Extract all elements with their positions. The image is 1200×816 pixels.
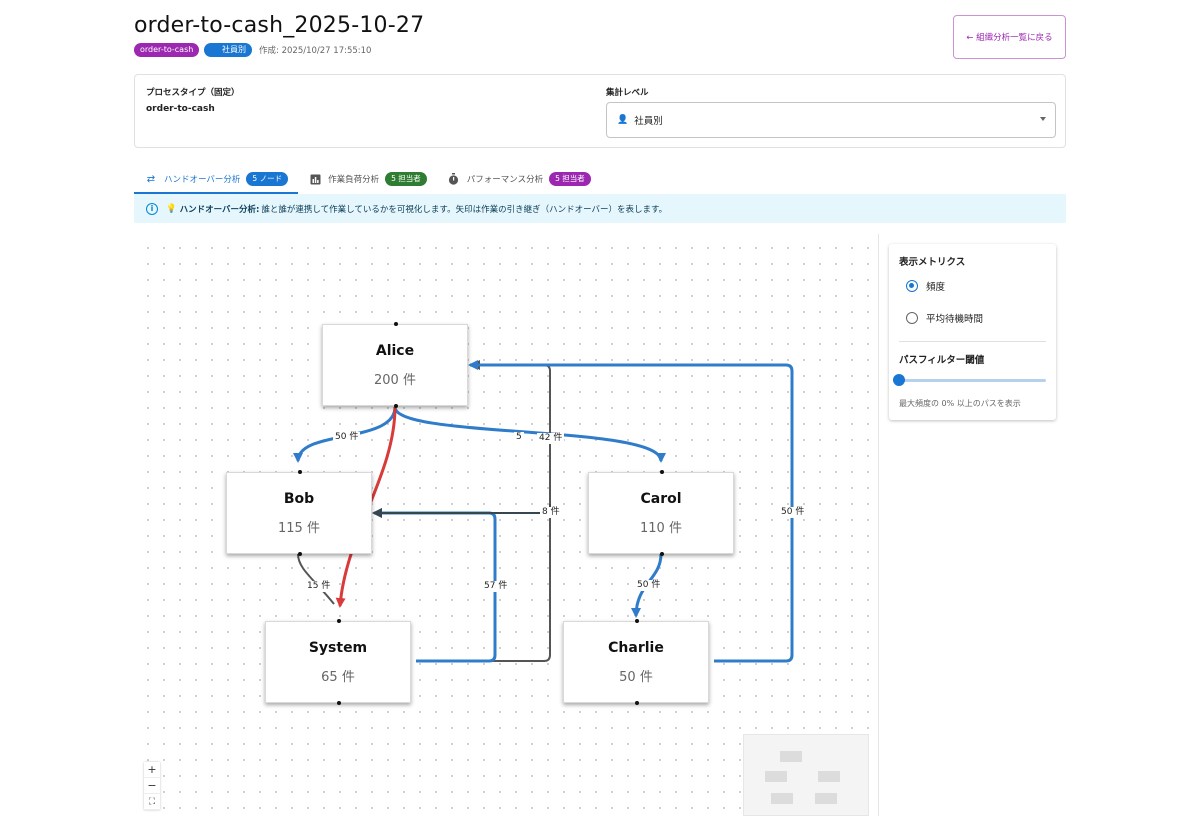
radio-label: 頻度	[926, 282, 946, 293]
radio-circle	[906, 280, 918, 292]
stopwatch-icon	[447, 173, 461, 185]
node-count: 115 件	[278, 520, 320, 536]
zoom-controls: + − ⛶	[144, 762, 160, 810]
lightbulb-icon: 💡	[166, 203, 177, 214]
tab-label: 作業負荷分析	[328, 175, 380, 185]
edge-label: 8 件	[540, 507, 562, 518]
tab-badge: 5 担当者	[385, 172, 427, 186]
process-chip: order-to-cash	[134, 43, 200, 57]
created-timestamp: 作成: 2025/10/27 17:55:10	[259, 46, 372, 56]
zoom-in-button[interactable]: +	[144, 762, 160, 778]
edge-alice-carol[interactable]	[393, 406, 666, 463]
page-title: order-to-cash_2025-10-27	[134, 13, 425, 38]
process-type-label: プロセスタイプ（固定）	[146, 88, 240, 98]
minimap-node	[818, 771, 840, 782]
dropdown-caret-icon	[1040, 117, 1046, 121]
tab-badge: 5 ノード	[246, 172, 289, 186]
node-handle[interactable]	[337, 701, 341, 705]
level-chip: 👤社員別	[204, 43, 253, 57]
info-icon: i	[146, 202, 158, 215]
threshold-slider[interactable]	[893, 374, 1046, 386]
node-name: Charlie	[608, 639, 664, 656]
minimap-node	[765, 771, 787, 782]
info-title: ハンドオーバー分析:	[179, 204, 260, 215]
node-handle[interactable]	[635, 619, 639, 623]
info-alert: i 💡 ハンドオーバー分析: 誰と誰が連携して作業しているかを可視化します。矢印…	[134, 194, 1066, 223]
bar-chart-icon	[308, 174, 322, 185]
tab-label: ハンドオーバー分析	[164, 175, 241, 185]
aggregation-value: 社員別	[634, 116, 663, 127]
zoom-out-button[interactable]: −	[144, 778, 160, 794]
node-handle[interactable]	[394, 404, 398, 408]
title-chips: order-to-cash 👤社員別 作成: 2025/10/27 17:55:…	[134, 43, 371, 57]
edge-label: 15 件	[305, 581, 333, 592]
radio-frequency[interactable]: 頻度	[906, 279, 945, 293]
minimap-node	[815, 793, 837, 804]
tab-workload[interactable]: 作業負荷分析 5 担当者	[298, 165, 437, 193]
canvas-divider	[878, 234, 879, 816]
aggregation-select[interactable]: 👤 社員別	[606, 102, 1056, 138]
node-name: Bob	[283, 490, 315, 507]
swap-arrows-icon: ⇄	[146, 173, 156, 185]
node-handle[interactable]	[298, 470, 302, 474]
minimap[interactable]	[743, 734, 869, 816]
node-name: System	[308, 639, 368, 656]
tab-badge: 5 担当者	[549, 172, 591, 186]
fit-view-button[interactable]: ⛶	[144, 794, 160, 810]
edge-label: 50 件	[779, 507, 807, 518]
edge-label: 57 件	[482, 581, 510, 592]
minimap-node	[780, 751, 802, 762]
node-count: 65 件	[321, 669, 355, 685]
node-count: 110 件	[640, 520, 682, 536]
person-icon: 👤	[210, 46, 220, 54]
graph-canvas[interactable]: 50 件 5 42 件 8 件 15 件 57 件 50 件 50 件 Alic…	[134, 234, 878, 816]
metrics-panel: 表示メトリクス 頻度 平均待機時間 パスフィルター閾値 最大頻度の 0% 以上の…	[889, 244, 1056, 420]
filter-title: パスフィルター閾値	[899, 355, 985, 366]
slider-thumb[interactable]	[893, 374, 905, 386]
node-handle[interactable]	[337, 619, 341, 623]
info-text: 誰と誰が連携して作業しているかを可視化します。矢印は作業の引き継ぎ（ハンドオーバ…	[261, 204, 668, 215]
aggregation-label: 集計レベル	[606, 88, 649, 98]
process-type-value: order-to-cash	[146, 104, 215, 114]
level-chip-label: 社員別	[222, 45, 247, 54]
node-handle[interactable]	[635, 701, 639, 705]
back-to-list-button[interactable]: ← 組織分析一覧に戻る	[953, 15, 1066, 59]
node-handle[interactable]	[660, 470, 664, 474]
node-alice[interactable]: Alice 200 件	[322, 322, 468, 408]
edge-label: 50 件	[333, 432, 361, 443]
radio-wait-time[interactable]: 平均待機時間	[906, 311, 983, 325]
node-system[interactable]: System 65 件	[265, 619, 411, 705]
edge-bob-system[interactable]	[297, 553, 335, 605]
node-charlie[interactable]: Charlie 50 件	[563, 619, 709, 705]
node-count: 200 件	[374, 372, 416, 388]
edge-label: 5	[514, 432, 524, 443]
tab-label: パフォーマンス分析	[466, 175, 544, 185]
filter-panel: プロセスタイプ（固定） order-to-cash 集計レベル 👤 社員別	[134, 74, 1066, 148]
person-icon: 👤	[617, 115, 629, 125]
node-carol[interactable]: Carol 110 件	[588, 470, 734, 556]
node-handle[interactable]	[394, 322, 398, 326]
tab-performance[interactable]: パフォーマンス分析 5 担当者	[437, 165, 601, 193]
edge-label: 50 件	[635, 580, 663, 591]
node-handle[interactable]	[660, 552, 664, 556]
node-count: 50 件	[619, 669, 653, 685]
radio-label: 平均待機時間	[926, 314, 984, 325]
threshold-hint: 最大頻度の 0% 以上のパスを表示	[899, 399, 1021, 408]
node-handle[interactable]	[298, 552, 302, 556]
node-name: Alice	[375, 342, 415, 359]
panel-divider	[899, 341, 1046, 342]
minimap-node	[771, 793, 793, 804]
edge-label: 42 件	[537, 433, 565, 444]
analysis-tabs: ⇄ ハンドオーバー分析 5 ノード 作業負荷分析 5 担当者 パフォーマンス分析…	[134, 165, 601, 194]
tab-handover[interactable]: ⇄ ハンドオーバー分析 5 ノード	[134, 165, 299, 194]
metrics-title: 表示メトリクス	[899, 257, 966, 268]
node-name: Carol	[640, 490, 682, 507]
node-bob[interactable]: Bob 115 件	[226, 470, 372, 556]
radio-circle	[906, 312, 918, 324]
